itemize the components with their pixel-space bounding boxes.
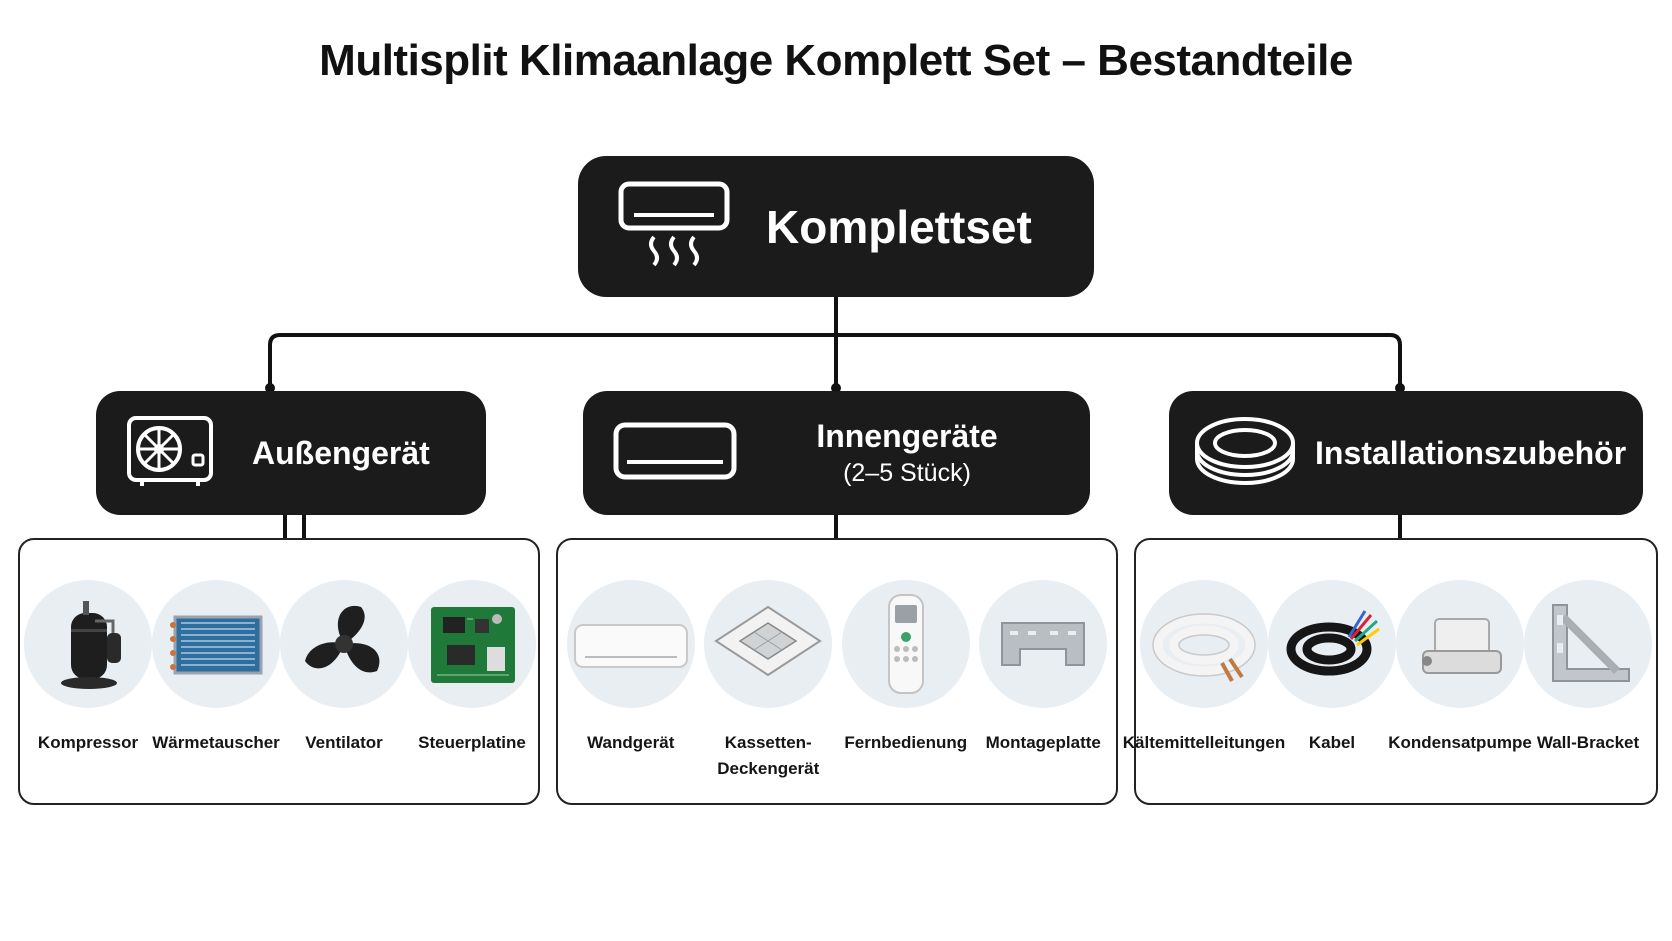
indoor-unit-icon — [613, 422, 737, 485]
list-item: Kompressor — [24, 580, 152, 756]
air-conditioner-icon — [618, 181, 730, 272]
list-item: Steuerplatine — [408, 580, 536, 756]
heat-exchanger-icon — [152, 580, 280, 708]
pipe-coil-icon — [1193, 413, 1297, 494]
page-title: Multisplit Klimaanlage Komplett Set – Be… — [319, 36, 1353, 85]
root-label: Komplettset — [766, 200, 1032, 253]
item-label: Wall-Bracket — [1536, 733, 1640, 752]
item-label: Kassetten- Deckengerät — [717, 733, 820, 778]
item-label: Kondensatpumpe — [1388, 733, 1532, 752]
list-item: Wall-Bracket — [1524, 580, 1652, 756]
panel-installationszubehoer-components: Kältemittelleitungen Kabel — [1123, 538, 1658, 805]
list-item: Fernbedienung — [841, 580, 970, 782]
fan-icon — [280, 580, 408, 708]
category-label: Installationszubehör — [1315, 434, 1627, 471]
item-label: Kältemittelleitungen — [1122, 733, 1286, 752]
mounting-plate-icon — [979, 580, 1108, 708]
panel-innengeraete-components: Wandgerät Kassetten- Deckengerät — [556, 538, 1118, 805]
item-label: Fernbedienung — [844, 733, 968, 752]
category-label: Außengerät — [252, 434, 430, 471]
compressor-icon — [24, 580, 152, 708]
item-label: Kabel — [1308, 733, 1356, 752]
root-node-komplettset: Komplettset — [578, 156, 1094, 297]
wall-unit-icon — [566, 580, 695, 708]
list-item: Kassetten- Deckengerät — [704, 580, 833, 782]
wall-bracket-icon — [1524, 580, 1652, 708]
item-label: Wärmetauscher — [152, 733, 280, 752]
refrigerant-pipes-icon — [1140, 580, 1268, 708]
item-label: Kompressor — [37, 733, 139, 752]
outdoor-unit-icon — [126, 415, 214, 492]
category-innengeraete: Innengeräte (2–5 Stück) — [583, 391, 1090, 515]
item-label: Steuerplatine — [418, 733, 526, 752]
category-installationszubehoer: Installationszubehör — [1169, 391, 1643, 515]
condensate-pump-icon — [1396, 580, 1524, 708]
category-label: Innengeräte — [816, 418, 998, 454]
list-item: Kältemittelleitungen — [1123, 580, 1285, 756]
list-item: Kabel — [1268, 580, 1396, 756]
panel-aussengeraet-components: Kompressor Wärmetauscher — [18, 538, 540, 805]
remote-control-icon — [841, 580, 970, 708]
list-item: Wandgerät — [566, 580, 695, 782]
item-label: Wandgerät — [587, 733, 675, 752]
list-item: Kondensatpumpe — [1388, 580, 1532, 756]
item-label: Ventilator — [305, 733, 383, 752]
list-item: Montageplatte — [979, 580, 1108, 782]
cable-icon — [1268, 580, 1396, 708]
cassette-unit-icon — [704, 580, 833, 708]
list-item: Ventilator — [280, 580, 408, 756]
circuit-board-icon — [408, 580, 536, 708]
category-aussengeraet: Außengerät — [96, 391, 486, 515]
category-sublabel: (2–5 Stück) — [843, 459, 971, 487]
list-item: Wärmetauscher — [152, 580, 280, 756]
item-label: Montageplatte — [985, 733, 1101, 752]
